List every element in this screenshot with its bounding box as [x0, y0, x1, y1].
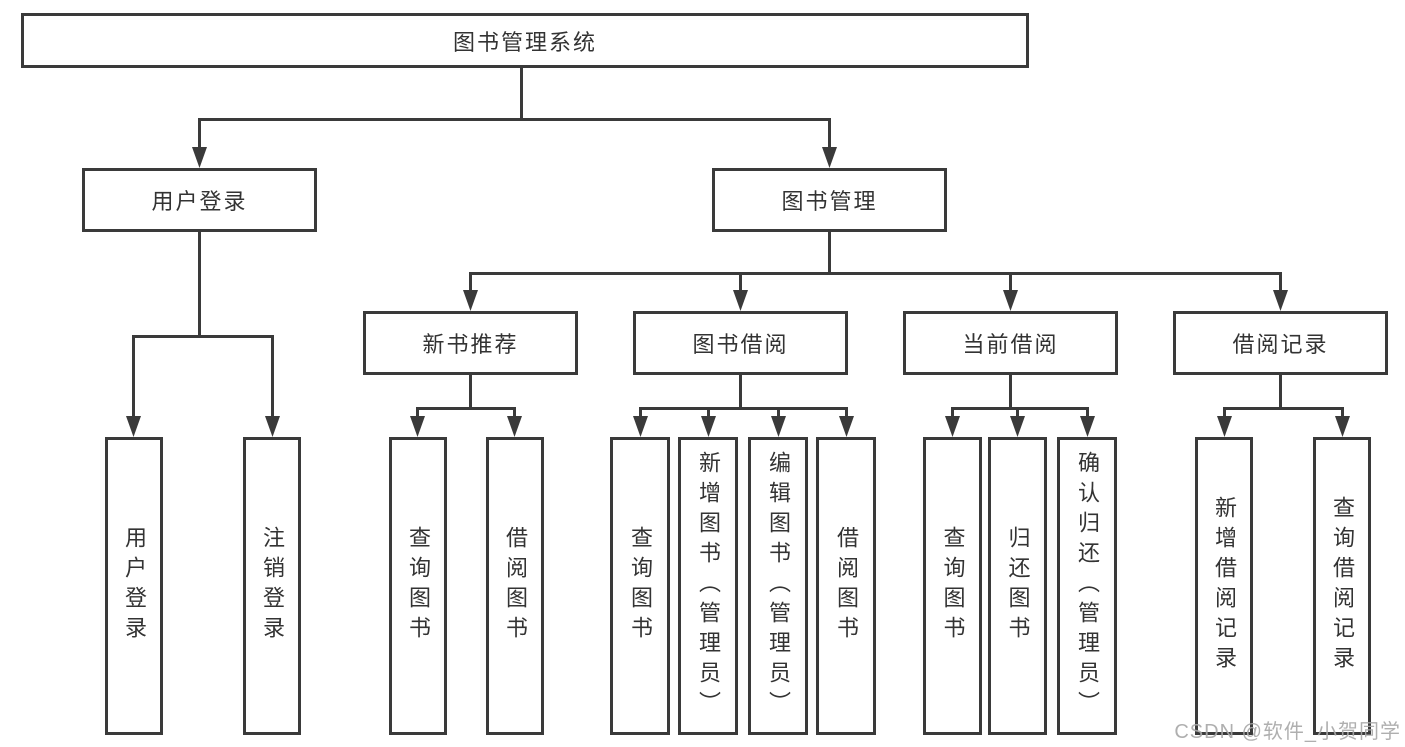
- leaf-label: 编辑图书（管理员）: [766, 451, 791, 721]
- connector-book-borrow-to-leaves: [639, 375, 848, 421]
- leaf-query-book-1: 查询图书: [389, 437, 447, 735]
- node-borrow-records: 借阅记录: [1173, 311, 1388, 375]
- arrow-down-icon: [1335, 416, 1350, 437]
- arrow-down-icon: [945, 416, 960, 437]
- arrow-down-icon: [1273, 290, 1288, 311]
- connector-borrow-records-to-leaves: [1223, 375, 1344, 421]
- leaf-confirm-return-admin: 确认归还（管理员）: [1057, 437, 1117, 735]
- connector-root-to-level2: [198, 68, 831, 150]
- arrow-down-icon: [771, 416, 786, 437]
- arrow-down-icon: [1003, 290, 1018, 311]
- leaf-label: 查询图书: [406, 526, 431, 646]
- node-borrow-records-label: 借阅记录: [1232, 332, 1329, 357]
- arrow-down-icon: [701, 416, 716, 437]
- arrow-down-icon: [265, 416, 280, 437]
- leaf-label: 用户登录: [122, 526, 147, 646]
- leaf-add-borrow-record: 新增借阅记录: [1195, 437, 1253, 735]
- node-new-book-recommend-label: 新书推荐: [422, 332, 519, 357]
- node-user-login-label: 用户登录: [151, 189, 248, 214]
- leaf-label: 查询图书: [940, 526, 966, 646]
- connector-user-login-to-leaves: [132, 232, 274, 420]
- arrow-down-icon: [1010, 416, 1025, 437]
- leaf-logout: 注销登录: [243, 437, 301, 735]
- leaf-add-book-admin: 新增图书（管理员）: [678, 437, 738, 735]
- node-book-borrow: 图书借阅: [633, 311, 848, 375]
- arrowheads: [126, 147, 1350, 437]
- leaf-query-borrow-record: 查询借阅记录: [1313, 437, 1371, 735]
- arrow-down-icon: [410, 416, 425, 437]
- node-book-borrow-label: 图书借阅: [692, 332, 789, 357]
- node-book-management-label: 图书管理: [781, 189, 878, 214]
- arrow-down-icon: [633, 416, 648, 437]
- leaf-query-book-2: 查询图书: [610, 437, 670, 735]
- node-book-management: 图书管理: [712, 168, 947, 232]
- arrow-down-icon: [463, 290, 478, 311]
- connector-lines: [132, 68, 1344, 421]
- node-user-login: 用户登录: [82, 168, 317, 232]
- leaf-label: 归还图书: [1005, 526, 1031, 646]
- arrow-down-icon: [126, 416, 141, 437]
- connector-book-management-to-level3: [469, 232, 1282, 294]
- leaf-query-book-3: 查询图书: [923, 437, 982, 735]
- leaf-label: 查询图书: [628, 526, 653, 646]
- node-current-borrow-label: 当前借阅: [962, 332, 1059, 357]
- leaf-edit-book-admin: 编辑图书（管理员）: [748, 437, 808, 735]
- leaf-borrow-book-1: 借阅图书: [486, 437, 544, 735]
- watermark: CSDN @软件_小贺同学: [1174, 721, 1401, 743]
- leaf-label: 确认归还（管理员）: [1075, 451, 1100, 721]
- node-root-label: 图书管理系统: [452, 29, 597, 55]
- connector-current-borrow-to-leaves: [951, 375, 1089, 421]
- arrow-down-icon: [822, 147, 837, 168]
- leaf-label: 注销登录: [260, 526, 285, 646]
- leaf-label: 新增图书（管理员）: [696, 451, 721, 721]
- arrow-down-icon: [1217, 416, 1232, 437]
- leaf-label: 新增借阅记录: [1212, 496, 1237, 676]
- connector-new-book-to-leaves: [416, 375, 516, 421]
- leaf-label: 借阅图书: [503, 526, 528, 646]
- leaf-user-login: 用户登录: [105, 437, 163, 735]
- node-current-borrow: 当前借阅: [903, 311, 1118, 375]
- arrow-down-icon: [839, 416, 854, 437]
- leaf-return-book: 归还图书: [988, 437, 1047, 735]
- arrow-down-icon: [507, 416, 522, 437]
- arrow-down-icon: [1080, 416, 1095, 437]
- arrow-down-icon: [733, 290, 748, 311]
- leaf-label: 查询借阅记录: [1330, 496, 1355, 676]
- leaf-borrow-book-2: 借阅图书: [816, 437, 876, 735]
- node-new-book-recommend: 新书推荐: [363, 311, 578, 375]
- leaf-label: 借阅图书: [834, 526, 859, 646]
- node-root: 图书管理系统: [21, 13, 1029, 68]
- arrow-down-icon: [192, 147, 207, 168]
